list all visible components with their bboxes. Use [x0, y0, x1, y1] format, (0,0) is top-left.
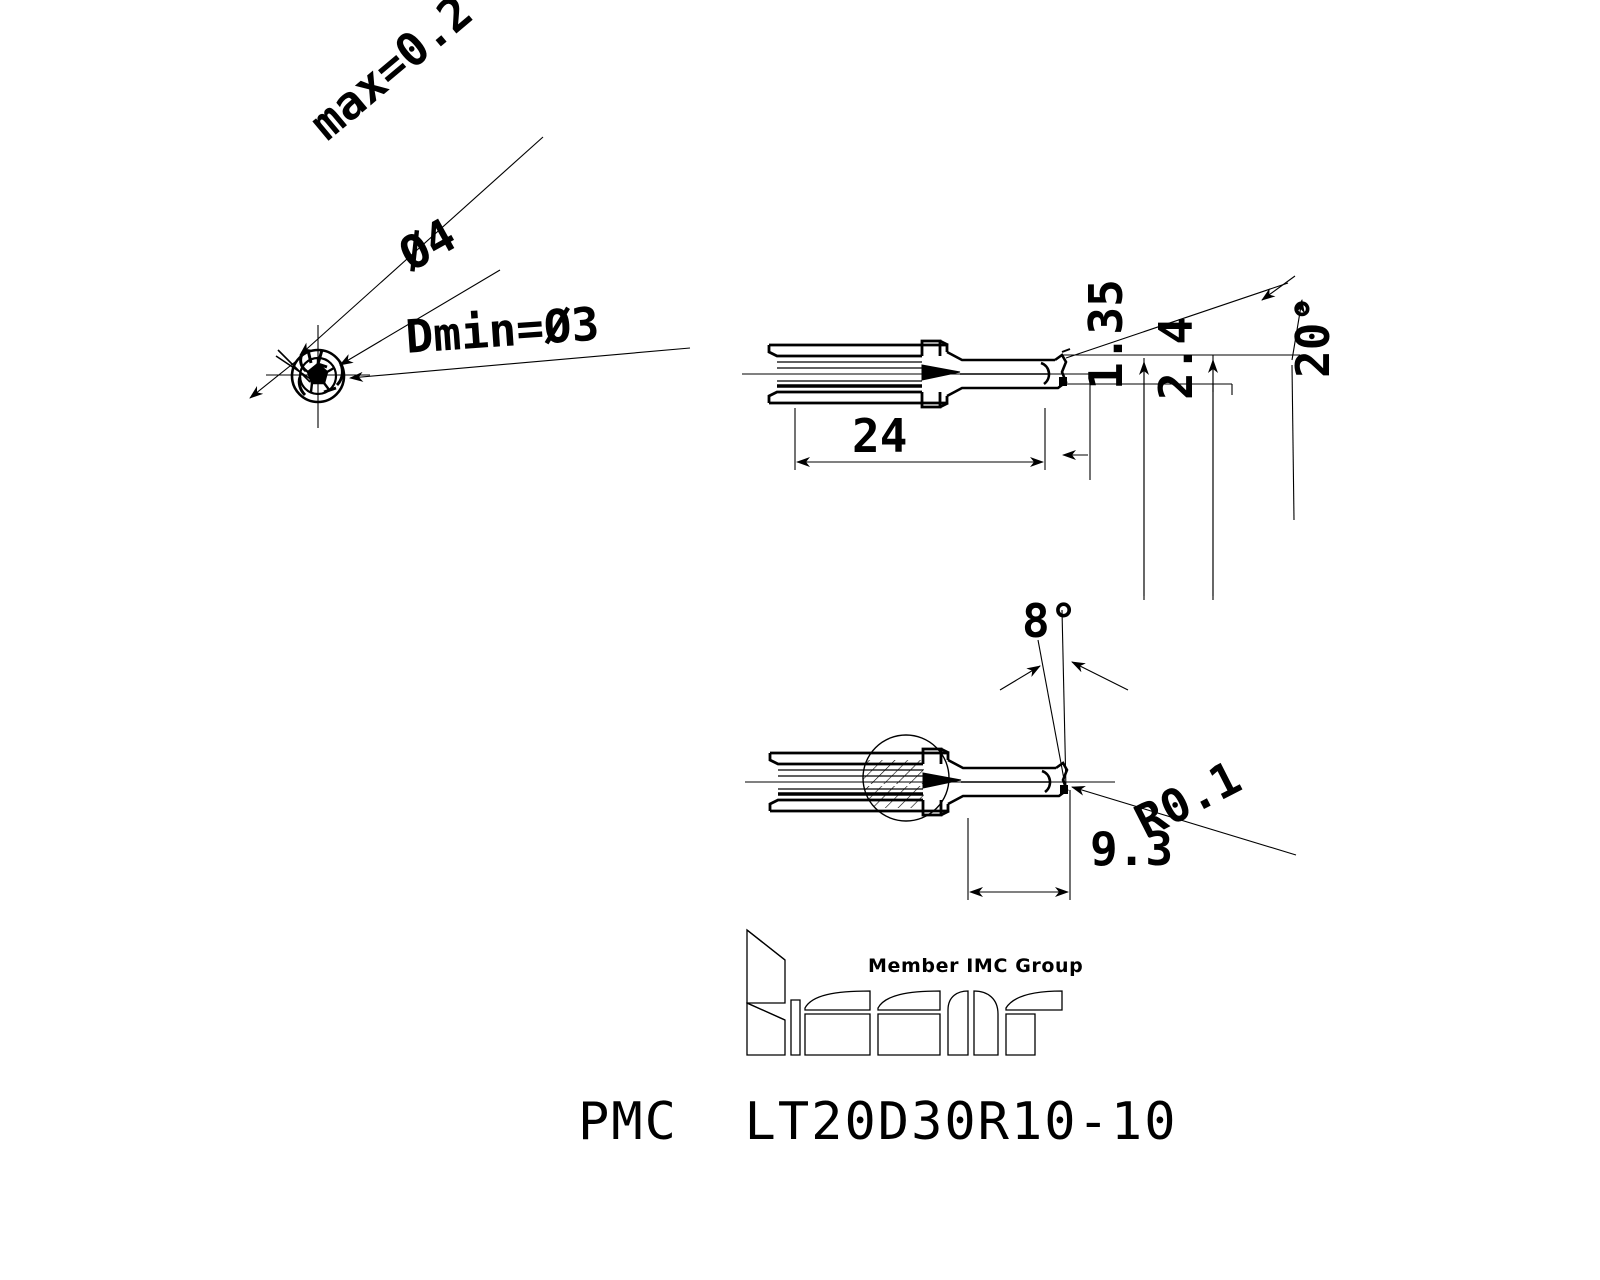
leader-shank-diameter — [339, 269, 501, 366]
callout-min-diameter: Dmin=Ø3 — [403, 296, 601, 364]
side-view-top-group — [742, 275, 1305, 600]
dimension-24 — [794, 408, 1046, 470]
internal-flute-tip-bottom — [922, 772, 1051, 789]
neck-taper-top — [946, 350, 1055, 398]
part-number-label: PMC LT20D30R10-10 — [578, 1092, 1178, 1152]
neck-taper-bottom — [947, 758, 1056, 806]
runout-indicator-lines — [275, 349, 313, 383]
imc-group-tagline: Member IMC Group — [868, 955, 1084, 977]
dimension-9-3 — [967, 790, 1071, 900]
cutting-tip-bottom — [1041, 761, 1069, 798]
end-view-group — [249, 136, 691, 428]
leader-max-runout — [249, 136, 544, 399]
inner-flute-star — [302, 358, 335, 393]
coolant-hole-section — [862, 734, 950, 822]
side-view-bottom-group — [745, 609, 1297, 900]
angle-20-leaders — [1065, 275, 1305, 521]
dimension-label-24: 24 — [852, 409, 908, 463]
dimension-label-20-deg: 20° — [1286, 294, 1340, 378]
dimension-label-9-3: 9.3 — [1090, 822, 1174, 876]
leader-min-diameter — [349, 347, 691, 382]
dimension-label-8-deg: 8° — [1022, 594, 1078, 648]
angle-8-leaders — [999, 609, 1129, 791]
internal-flute-tip-top — [921, 364, 1050, 381]
iscar-logo — [746, 928, 1063, 1056]
tool-inner-circle — [298, 356, 338, 396]
leader-corner-radius — [1071, 785, 1297, 856]
shank-flute-lines-top — [777, 361, 922, 382]
tool-outer-circle — [290, 348, 346, 404]
collar-step-top — [920, 339, 949, 409]
dimension-label-2-4: 2.4 — [1149, 316, 1203, 400]
dimension-2-4 — [1208, 355, 1233, 600]
dimension-1-35 — [1062, 358, 1149, 600]
dimension-label-1-35: 1.35 — [1079, 279, 1133, 390]
